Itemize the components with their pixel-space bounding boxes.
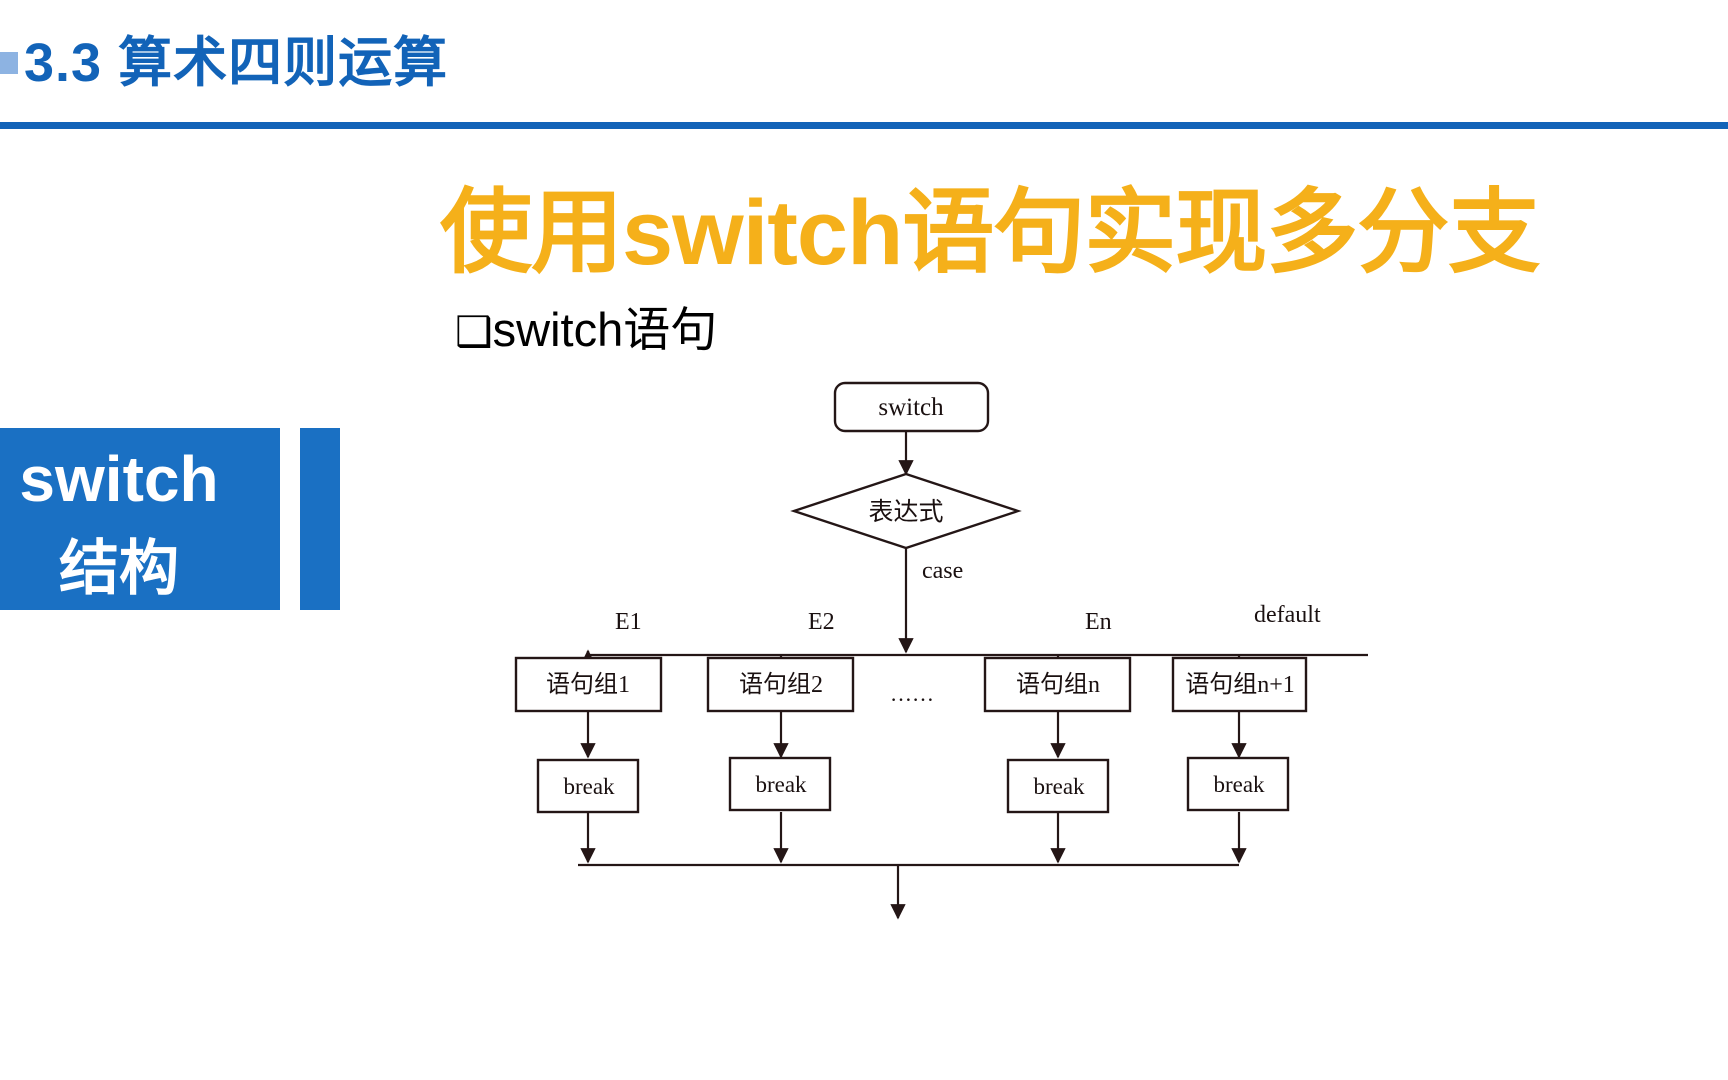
subheading-label: switch语句 <box>492 303 718 356</box>
node-break-1-label: break <box>755 772 807 797</box>
page-title: 3.3 算术四则运算 <box>24 33 449 93</box>
node-break-0 <box>536 758 640 814</box>
node-statement-1-label: 语句组2 <box>739 671 823 698</box>
node-statement-3-label: 语句组n+1 <box>1185 671 1295 698</box>
node-start <box>833 381 990 433</box>
ellipsis-label: …… <box>890 681 934 706</box>
callout-accent-bar <box>300 428 340 610</box>
node-statement-0-label: 语句组1 <box>546 671 630 698</box>
node-break-0-label: break <box>563 774 615 799</box>
edge-label-case: case <box>922 558 963 584</box>
node-statement-2 <box>983 656 1132 713</box>
subheading: ❑switch语句 <box>455 291 717 360</box>
node-statement-3 <box>1171 656 1308 713</box>
node-break-1 <box>728 756 832 812</box>
node-break-3-label: break <box>1213 772 1265 797</box>
node-decision-label: 表达式 <box>868 498 943 526</box>
branch-label-2: En <box>1085 609 1112 635</box>
header-divider <box>0 122 1728 129</box>
node-decision <box>790 472 1022 550</box>
node-break-3 <box>1186 756 1290 812</box>
callout-box: switch 结构 <box>0 428 280 610</box>
callout-line-2: 结构 <box>59 535 179 602</box>
callout-line-1: switch <box>19 443 219 515</box>
branch-label-0: E1 <box>615 609 642 635</box>
hollow-square-bullet-icon: ❑ <box>455 308 493 355</box>
branch-label-1: E2 <box>808 609 835 635</box>
square-bullet-icon <box>0 52 18 74</box>
node-statement-2-label: 语句组n <box>1016 671 1100 698</box>
node-statement-0 <box>514 656 663 713</box>
branch-label-3: default <box>1254 602 1321 628</box>
main-title: 使用switch语句实现多分支 <box>440 182 1540 284</box>
node-break-2 <box>1006 758 1110 814</box>
node-start-label: switch <box>878 394 944 421</box>
node-statement-1 <box>706 656 855 713</box>
node-break-2-label: break <box>1033 774 1085 799</box>
